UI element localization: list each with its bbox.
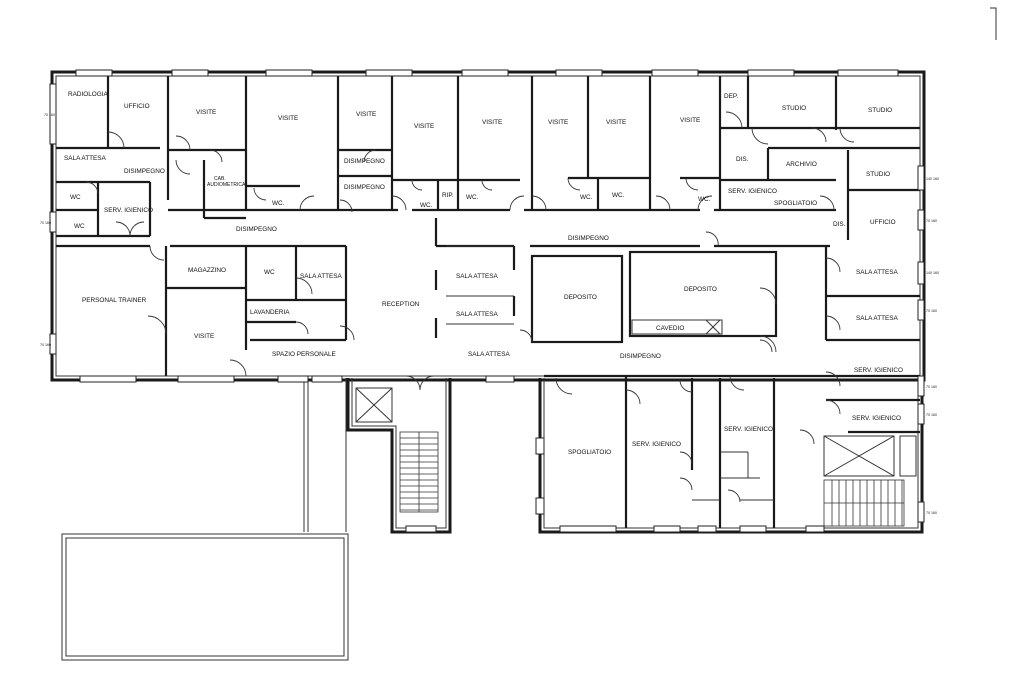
room-label-magazzino: MAGAZZINO [188, 267, 226, 274]
room-label-wc: WC. [272, 200, 285, 207]
room-label-disimpegno: DISIMPEGNO [620, 353, 661, 360]
window-tag: 70 160 [926, 385, 937, 389]
room-label-reception: RECEPTION [382, 301, 420, 308]
room-label-disimpegno: DISIMPEGNO [124, 168, 165, 175]
room-label-deposito: DEPOSITO [684, 286, 717, 293]
room-label-wc: WC [264, 269, 275, 276]
corner-mark [990, 7, 997, 40]
interior-walls [56, 76, 920, 528]
window-tag: 70 160 [926, 511, 937, 515]
windows [49, 69, 925, 533]
room-label-dis: DIS. [736, 156, 749, 163]
room-label-ufficio: UFFICIO [124, 103, 150, 110]
room-label-visite: VISITE [548, 119, 568, 126]
room-label-sala-attesa: SALA ATTESA [456, 311, 499, 318]
room-label-spogliatoio: SPOGLIATOIO [568, 449, 611, 456]
window-tag: 70 160 [40, 343, 51, 347]
room-label-wc: WC. [466, 194, 479, 201]
room-label-sala-attesa: SALA ATTESA [856, 315, 899, 322]
window-tag: 70 160 [926, 413, 937, 417]
room-label-archivio: ARCHIVIO [786, 161, 817, 168]
room-label-personal-trainer: PERSONAL TRAINER [82, 297, 147, 304]
doors [85, 111, 855, 503]
room-label-serv-igienico: SERV. IGIENICO [104, 207, 153, 214]
window-tags: 70 160 70 160 70 160 140 160 70 160 140 … [40, 113, 939, 515]
room-label-wc: WC [74, 223, 85, 230]
window-tag: 140 160 [926, 271, 939, 275]
room-label-serv-igienico: SERV. IGIENICO [632, 441, 681, 448]
room-label-sala-attesa: SALA ATTESA [856, 269, 899, 276]
room-label-visite: VISITE [194, 333, 214, 340]
room-label-disimpegno: DISIMPEGNO [344, 184, 385, 191]
room-labels: RADIOLOGIA UFFICIO VISITE VISITE VISITE … [64, 91, 903, 456]
room-label-disimpegno: DISIMPEGNO [344, 158, 385, 165]
window-tag: 140 160 [926, 177, 939, 181]
room-label-visite: VISITE [482, 119, 502, 126]
room-label-sala-attesa: SALA ATTESA [300, 273, 343, 280]
room-label-rip: RIP. [442, 192, 454, 199]
window-tag: 70 160 [44, 113, 55, 117]
room-label-spogliatoio: SPOGLIATOIO [774, 200, 817, 207]
room-label-deposito: DEPOSITO [564, 294, 597, 301]
room-label-dis: DIS. [833, 221, 846, 228]
window-tag: 70 160 [926, 309, 937, 313]
room-label-studio: STUDIO [866, 171, 890, 178]
room-label-visite: VISITE [196, 109, 216, 116]
room-label-wc: WC. [580, 194, 593, 201]
room-label-serv-igienico: SERV. IGIENICO [852, 415, 901, 422]
room-label-visite: VISITE [414, 123, 434, 130]
stairs-and-lifts [355, 387, 917, 527]
room-label-wc: WC [70, 194, 81, 201]
room-label-ufficio: UFFICIO [870, 219, 896, 226]
room-label-serv-igienico: SERV. IGIENICO [724, 426, 773, 433]
room-label-lavanderia: LAVANDERIA [250, 309, 290, 316]
window-tag: 70 160 [40, 221, 51, 225]
room-label-wc: WC. [420, 202, 433, 209]
room-label-sala-attesa: SALA ATTESA [468, 351, 511, 358]
room-label-studio: STUDIO [782, 105, 806, 112]
room-label-cavedio: CAVEDIO [656, 325, 684, 332]
room-label-sala-attesa: SALA ATTESA [64, 155, 107, 162]
room-label-wc: WC. [612, 192, 625, 199]
room-label-serv-igienico: SERV. IGIENICO [728, 188, 777, 195]
room-label-visite: VISITE [680, 117, 700, 124]
room-label-sala-attesa: SALA ATTESA [456, 273, 499, 280]
room-label-cab: CAB. [214, 176, 226, 182]
room-label-disimpegno: DISIMPEGNO [568, 235, 609, 242]
room-label-disimpegno: DISIMPEGNO [236, 226, 277, 233]
room-label-audiometrica: AUDIOMETRICA [207, 182, 246, 188]
room-label-visite: VISITE [356, 111, 376, 118]
room-label-visite: VISITE [606, 119, 626, 126]
room-label-wc: WC. [698, 196, 711, 203]
window-tag: 70 160 [926, 219, 937, 223]
room-label-serv-igienico: SERV. IGIENICO [854, 367, 903, 374]
room-label-dep: DEP. [724, 93, 738, 100]
room-label-spazio-personale: SPAZIO PERSONALE [272, 351, 336, 358]
room-label-studio: STUDIO [868, 107, 892, 114]
room-label-radiologia: RADIOLOGIA [68, 91, 109, 98]
room-label-visite: VISITE [278, 115, 298, 122]
